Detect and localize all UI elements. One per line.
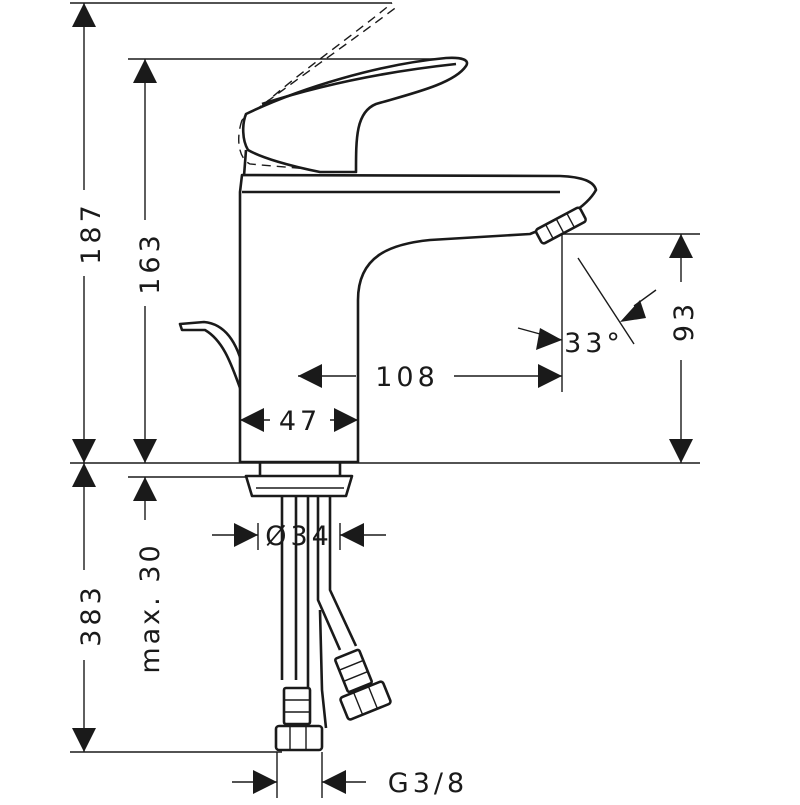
hose-nut-right	[334, 648, 392, 721]
label-max-thickness: max. 30	[135, 542, 166, 673]
lever-top-edge	[261, 62, 457, 106]
dim-33-arrow-right	[620, 300, 646, 322]
dim-g38-arrow-left	[253, 770, 277, 794]
dim-33-angle-line	[577, 257, 635, 345]
mounting-base	[244, 474, 354, 498]
dim-108-arrow-left	[298, 364, 322, 388]
drain-rod	[178, 320, 246, 390]
dim-g38-arrow-right	[322, 770, 346, 794]
label-body-width: 47	[279, 406, 321, 437]
extension-lines	[70, 2, 700, 798]
dim-383-arrow-bottom	[72, 728, 96, 752]
dim-30-arrow-top	[133, 477, 157, 501]
lever-raised-base	[238, 119, 321, 171]
dim-93-arrow-top	[669, 234, 693, 258]
lever-handle	[241, 56, 469, 174]
dim-163-arrow-bottom	[133, 439, 157, 463]
dim-47-arrow-right	[334, 408, 358, 432]
aerator	[534, 206, 587, 245]
dimension-lines	[72, 3, 693, 794]
label-spout-height: 163	[135, 231, 166, 295]
label-projection: 108	[375, 362, 439, 393]
dim-34-arrow-left	[234, 523, 258, 547]
label-spray-angle: 33°	[564, 328, 624, 359]
dim-33-arrow-left	[536, 328, 562, 350]
dimension-labels: 187 163 383 max. 30 47 108 33° 93 Ø34 G3…	[76, 201, 700, 799]
hose-nut-left	[274, 686, 324, 752]
label-total-height: 187	[76, 201, 107, 265]
dim-187-arrow-top	[72, 3, 96, 27]
label-shank-diameter: Ø34	[265, 521, 333, 552]
dim-187-arrow-bottom	[72, 439, 96, 463]
dim-163-arrow-top	[133, 59, 157, 83]
label-outlet-height: 93	[669, 300, 700, 342]
dim-108-arrow-right	[538, 364, 562, 388]
lever-neck	[242, 149, 248, 177]
dim-47-arrow-left	[240, 408, 264, 432]
dim-34-arrow-right	[340, 523, 364, 547]
faucet-outline	[178, 2, 598, 752]
supply-hoses	[280, 496, 358, 729]
dim-383-arrow-top	[72, 463, 96, 487]
lever-raised-upper	[261, 2, 393, 107]
dim-93-arrow-bottom	[669, 439, 693, 463]
label-connection: G3/8	[388, 768, 468, 799]
label-below-deck: 383	[76, 583, 107, 647]
